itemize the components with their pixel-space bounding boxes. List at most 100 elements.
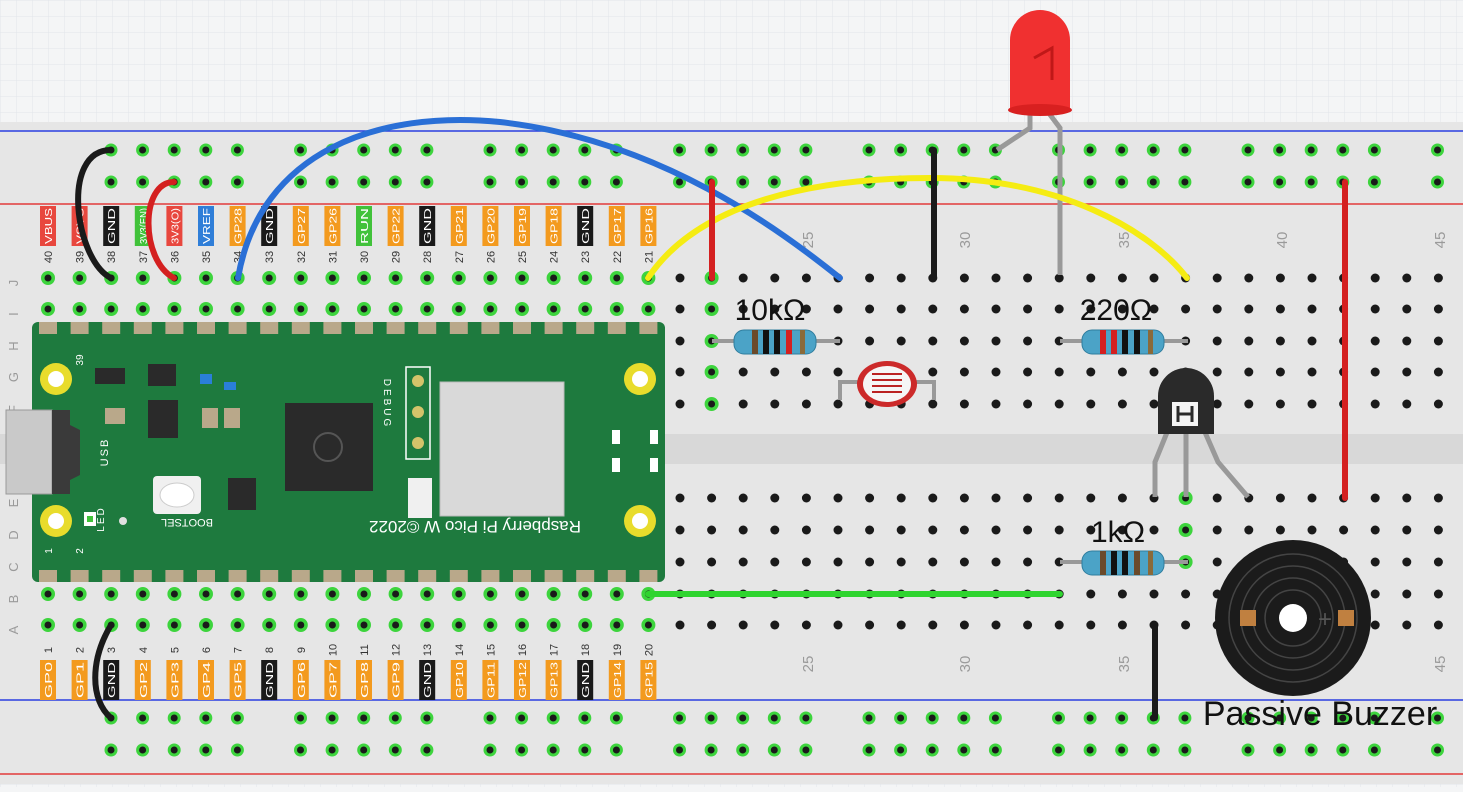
column-label: 35	[1116, 232, 1133, 249]
breadboard-hole	[1402, 367, 1412, 377]
breadboard-hole-center	[328, 621, 336, 629]
breadboard-hole	[1370, 367, 1380, 377]
breadboard-hole	[1433, 493, 1443, 503]
breadboard-hole	[833, 525, 843, 535]
resistor-1k-label: 1kΩ	[1091, 516, 1145, 549]
breadboard-hole	[770, 620, 780, 630]
breadboard-hole	[738, 620, 748, 630]
transistor[interactable]	[1152, 368, 1250, 499]
breadboard-hole	[1023, 336, 1033, 346]
breadboard-hole	[1307, 304, 1317, 314]
breadboard-hole	[1054, 273, 1064, 283]
breadboard-hole	[991, 336, 1001, 346]
debug-connector	[408, 478, 432, 518]
breadboard-hole	[675, 367, 685, 377]
breadboard-hole	[991, 399, 1001, 409]
pin-label-box	[577, 206, 594, 246]
pin-number: 37	[138, 251, 150, 263]
column-label: 25	[800, 656, 817, 673]
breadboard-hole	[928, 493, 938, 503]
breadboard-hole-center	[423, 621, 431, 629]
rail-hole-center	[233, 714, 241, 722]
row-letter: E	[6, 498, 21, 507]
rail-hole-center	[1434, 146, 1441, 154]
castellation-pad	[323, 570, 342, 582]
breadboard-hole	[801, 557, 811, 567]
passive-buzzer[interactable]: +	[1215, 540, 1371, 696]
breadboard-hole	[865, 525, 875, 535]
wire-red-3v3[interactable]	[145, 179, 177, 281]
resistor-10k-label: 10kΩ	[735, 294, 806, 327]
pin-label-box	[608, 206, 625, 246]
breadboard-hole-center	[708, 400, 716, 408]
rail-hole-center	[1434, 714, 1441, 722]
ic-4	[95, 368, 125, 384]
usb-bracket	[52, 410, 80, 494]
castellation-pad	[228, 322, 247, 334]
pico-castellations	[39, 322, 658, 582]
column-label: 45	[1432, 656, 1449, 673]
wire-black-gnd-top[interactable]	[75, 147, 114, 281]
breadboard-hole-center	[107, 590, 115, 598]
breadboard-hole-center	[581, 274, 589, 282]
breadboard-hole	[991, 493, 1001, 503]
castellation-pad	[291, 570, 310, 582]
rail-hole-center	[297, 746, 304, 754]
column-label: 35	[1116, 656, 1133, 673]
castellation-pad	[70, 322, 89, 334]
breadboard-hole	[801, 620, 811, 630]
rail-hole-center	[802, 146, 810, 154]
castellation-pad	[418, 322, 437, 334]
breadboard-hole	[928, 336, 938, 346]
breadboard-hole	[865, 493, 875, 503]
breadboard-hole-center	[360, 305, 368, 313]
wire-black-gnd-bottom[interactable]	[92, 622, 114, 721]
breadboard-hole	[1212, 525, 1222, 535]
breadboard-hole	[801, 525, 811, 535]
wire-blue-gp28[interactable]	[235, 116, 843, 281]
breadboard-hole-center	[44, 274, 52, 282]
rail-hole-center	[391, 746, 399, 754]
breadboard-hole-center	[486, 590, 494, 598]
resistor-1k[interactable]	[1060, 550, 1188, 576]
rail-hole-center	[865, 146, 873, 154]
breadboard-hole	[1370, 273, 1380, 283]
breadboard-hole	[1086, 367, 1096, 377]
breadboard-hole	[1370, 304, 1380, 314]
breadboard-hole	[770, 273, 780, 283]
pin-number: 8	[264, 647, 276, 653]
breadboard-hole	[675, 399, 685, 409]
resistor-10k[interactable]	[712, 329, 840, 355]
rail-hole-center	[928, 714, 936, 722]
resistor-220[interactable]	[1060, 329, 1188, 355]
breadboard-hole	[896, 304, 906, 314]
ic-2	[148, 400, 178, 438]
breadboard-hole	[1402, 620, 1412, 630]
pin-number: 22	[612, 251, 624, 263]
photoresistor[interactable]	[838, 361, 936, 407]
pin-name: GP7	[327, 662, 339, 698]
rail-hole-center	[1181, 178, 1189, 186]
rail-hole-center	[202, 746, 210, 754]
rail-hole-center	[139, 146, 147, 154]
breadboard-hole	[1244, 367, 1254, 377]
castellation-pad	[544, 570, 563, 582]
pin-name: GND	[422, 207, 434, 244]
pin-number: 32	[296, 251, 308, 263]
pin-name: RUN	[359, 208, 371, 244]
pin-number: 4	[138, 647, 150, 653]
rail-hole-center	[1307, 146, 1315, 154]
pin-number: 30	[359, 251, 371, 263]
breadboard-hole	[1181, 620, 1191, 630]
breadboard-hole	[1117, 525, 1127, 535]
pin-label-box	[419, 660, 436, 700]
pin-label-box	[419, 206, 436, 246]
breadboard-hole	[928, 620, 938, 630]
breadboard-hole	[1244, 304, 1254, 314]
pin-number: 36	[169, 251, 181, 263]
pin-name: GP17	[612, 208, 624, 244]
rail-hole-center	[581, 178, 589, 186]
led-red[interactable]	[995, 10, 1072, 275]
breadboard-hole	[1402, 493, 1412, 503]
breadboard-hole	[1275, 525, 1285, 535]
